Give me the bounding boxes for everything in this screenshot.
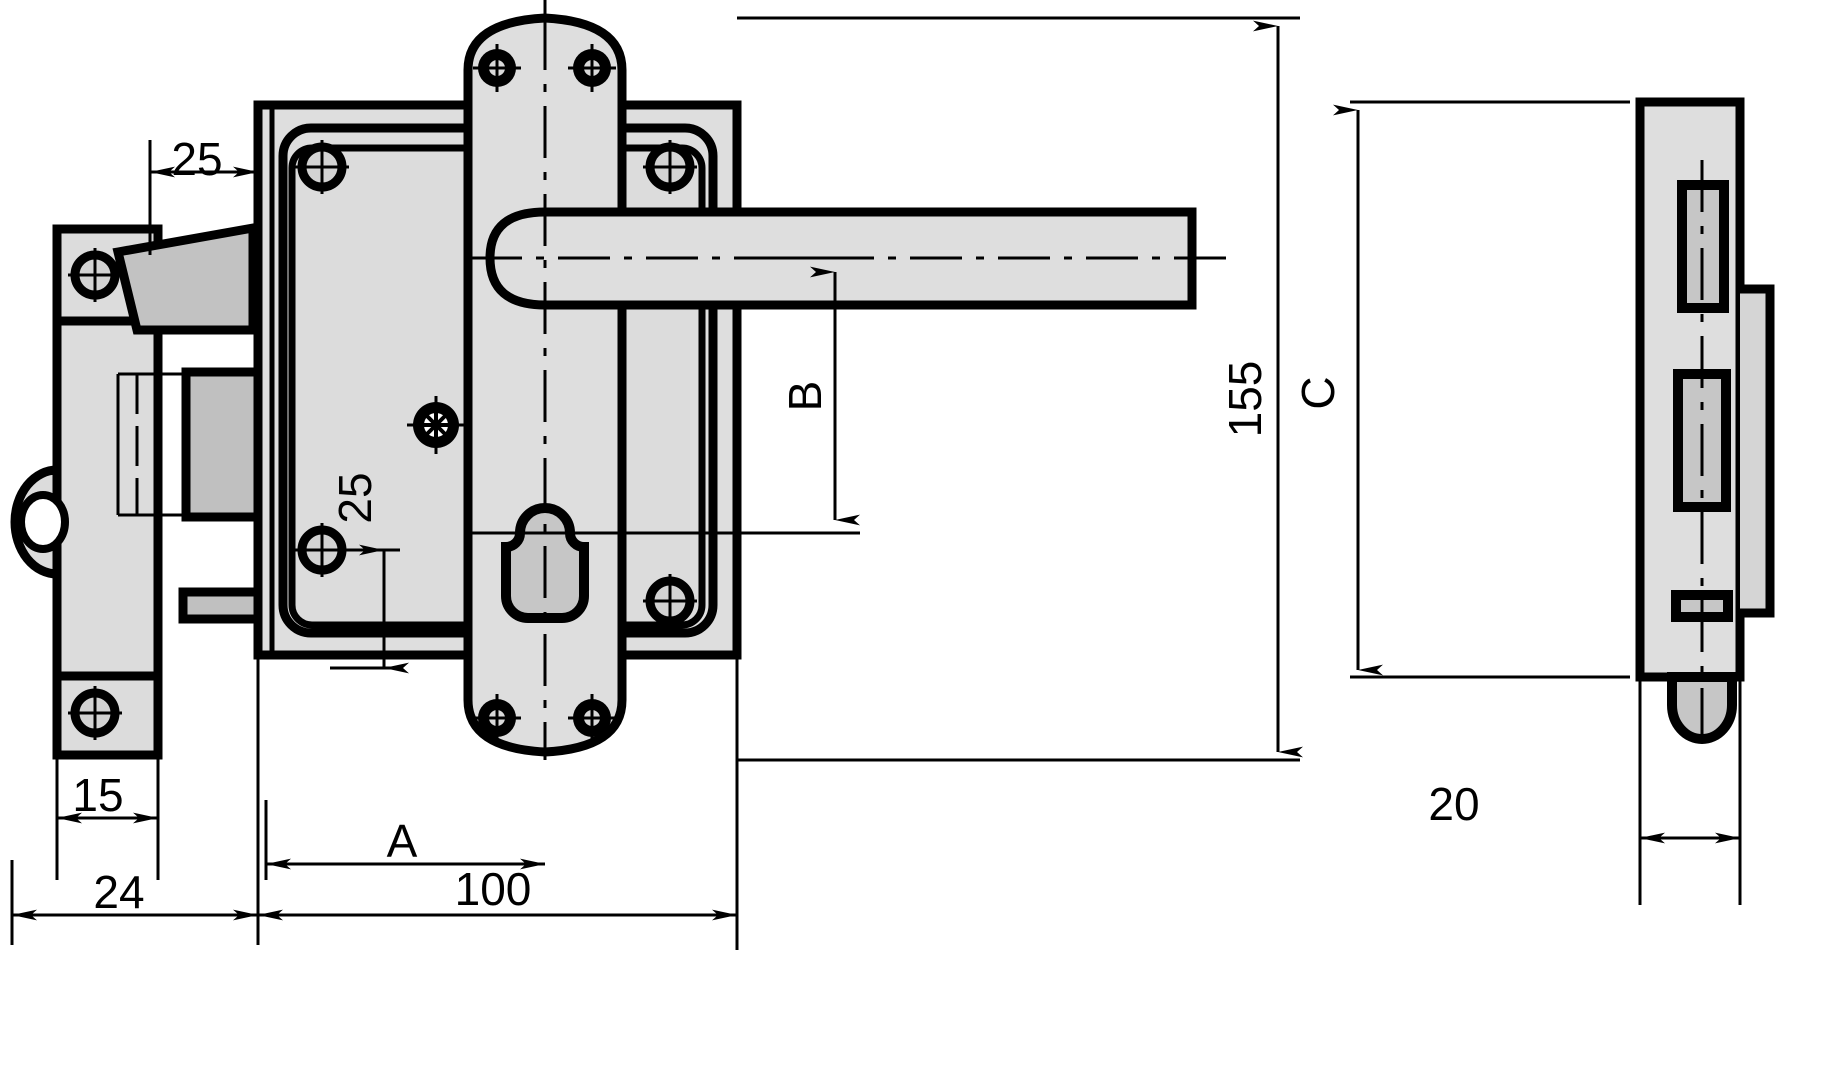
- strike-screws: [68, 248, 122, 740]
- dim-label-100: 100: [455, 863, 532, 915]
- screw-rose-top-right: [568, 44, 616, 92]
- screw-center-spindle: [407, 396, 465, 454]
- screw-plate-bottom-right: [643, 574, 697, 628]
- latch-bolt: [112, 222, 258, 335]
- screw-plate-top-left: [295, 140, 349, 194]
- dim-label-A: A: [387, 815, 418, 867]
- screw-plate-top-right: [643, 140, 697, 194]
- dim-label-25-top: 25: [171, 133, 222, 185]
- lower-tongue: [178, 587, 268, 624]
- screw-rose-top-left: [473, 44, 521, 92]
- screw-rose-bottom-left: [473, 694, 521, 742]
- dim-label-20: 20: [1428, 778, 1479, 830]
- side-elevation-faceplate-view: [1635, 97, 1775, 745]
- screw-rose-bottom-right: [568, 694, 616, 742]
- dim-label-C: C: [1292, 376, 1344, 409]
- dead-bolt: [181, 367, 268, 522]
- dimension-lines: [10, 16, 1742, 950]
- dim-label-B: B: [779, 381, 831, 412]
- front-elevation-view: [10, 0, 1230, 760]
- screw-strike-bottom: [68, 686, 122, 740]
- strike-plate-eye-hole: [17, 491, 69, 553]
- faceplate-bolt-case-strip: [1740, 284, 1775, 618]
- screw-strike-top: [68, 248, 122, 302]
- dim-label-155: 155: [1219, 361, 1271, 438]
- dim-label-25-plate: 25: [329, 472, 381, 523]
- dim-label-15: 15: [72, 769, 123, 821]
- dim-label-24: 24: [93, 866, 144, 918]
- rose-screws: [473, 44, 616, 742]
- dimension-labels: 25 25 15 24 A 100 B 155 C 20: [72, 133, 1479, 918]
